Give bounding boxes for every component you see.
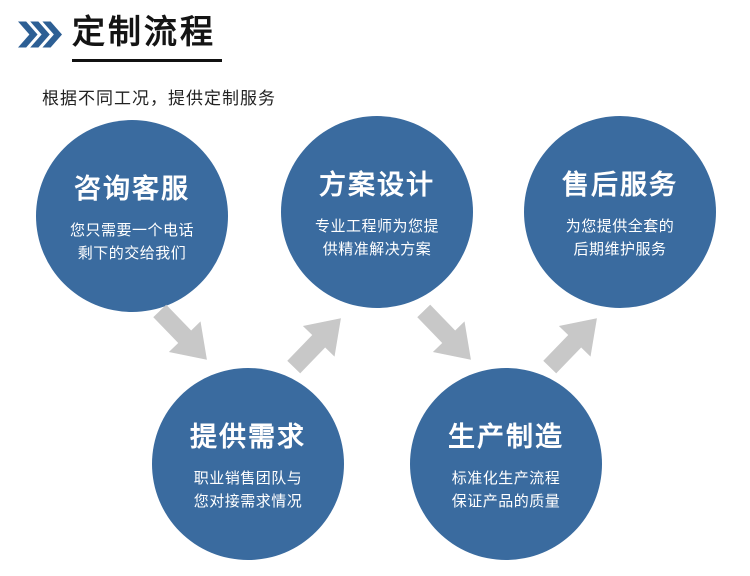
step-circle-consult: 咨询客服 您只需要一个电话 剩下的交给我们 xyxy=(36,120,228,312)
step-description: 专业工程师为您提 供精准解决方案 xyxy=(314,217,439,258)
section-header: 定制流程 xyxy=(18,13,222,63)
triple-chevron-right-icon xyxy=(18,21,62,48)
arrow-up-right-icon xyxy=(523,291,625,393)
arrow-down-right-icon xyxy=(133,285,235,387)
step-title: 提供需求 xyxy=(190,421,306,452)
step-description: 职业销售团队与 您对接需求情况 xyxy=(193,469,303,510)
section-subtitle: 根据不同工况，提供定制服务 xyxy=(42,89,276,108)
step-description: 为您提供全套的 后期维护服务 xyxy=(565,217,675,258)
step-circle-manufacturing: 生产制造 标准化生产流程 保证产品的质量 xyxy=(410,368,602,560)
step-title: 售后服务 xyxy=(562,169,678,200)
arrow-down-right-icon xyxy=(397,285,499,387)
arrow-up-right-icon xyxy=(267,291,369,393)
step-circle-requirements: 提供需求 职业销售团队与 您对接需求情况 xyxy=(152,368,344,560)
page-title: 定制流程 xyxy=(72,13,222,63)
step-title: 咨询客服 xyxy=(74,173,190,204)
step-title: 方案设计 xyxy=(319,169,435,200)
step-description: 您只需要一个电话 剩下的交给我们 xyxy=(69,221,194,262)
step-title: 生产制造 xyxy=(448,421,564,452)
step-description: 标准化生产流程 保证产品的质量 xyxy=(451,469,561,510)
step-circle-aftersales: 售后服务 为您提供全套的 后期维护服务 xyxy=(524,116,716,308)
step-circle-design: 方案设计 专业工程师为您提 供精准解决方案 xyxy=(281,116,473,308)
